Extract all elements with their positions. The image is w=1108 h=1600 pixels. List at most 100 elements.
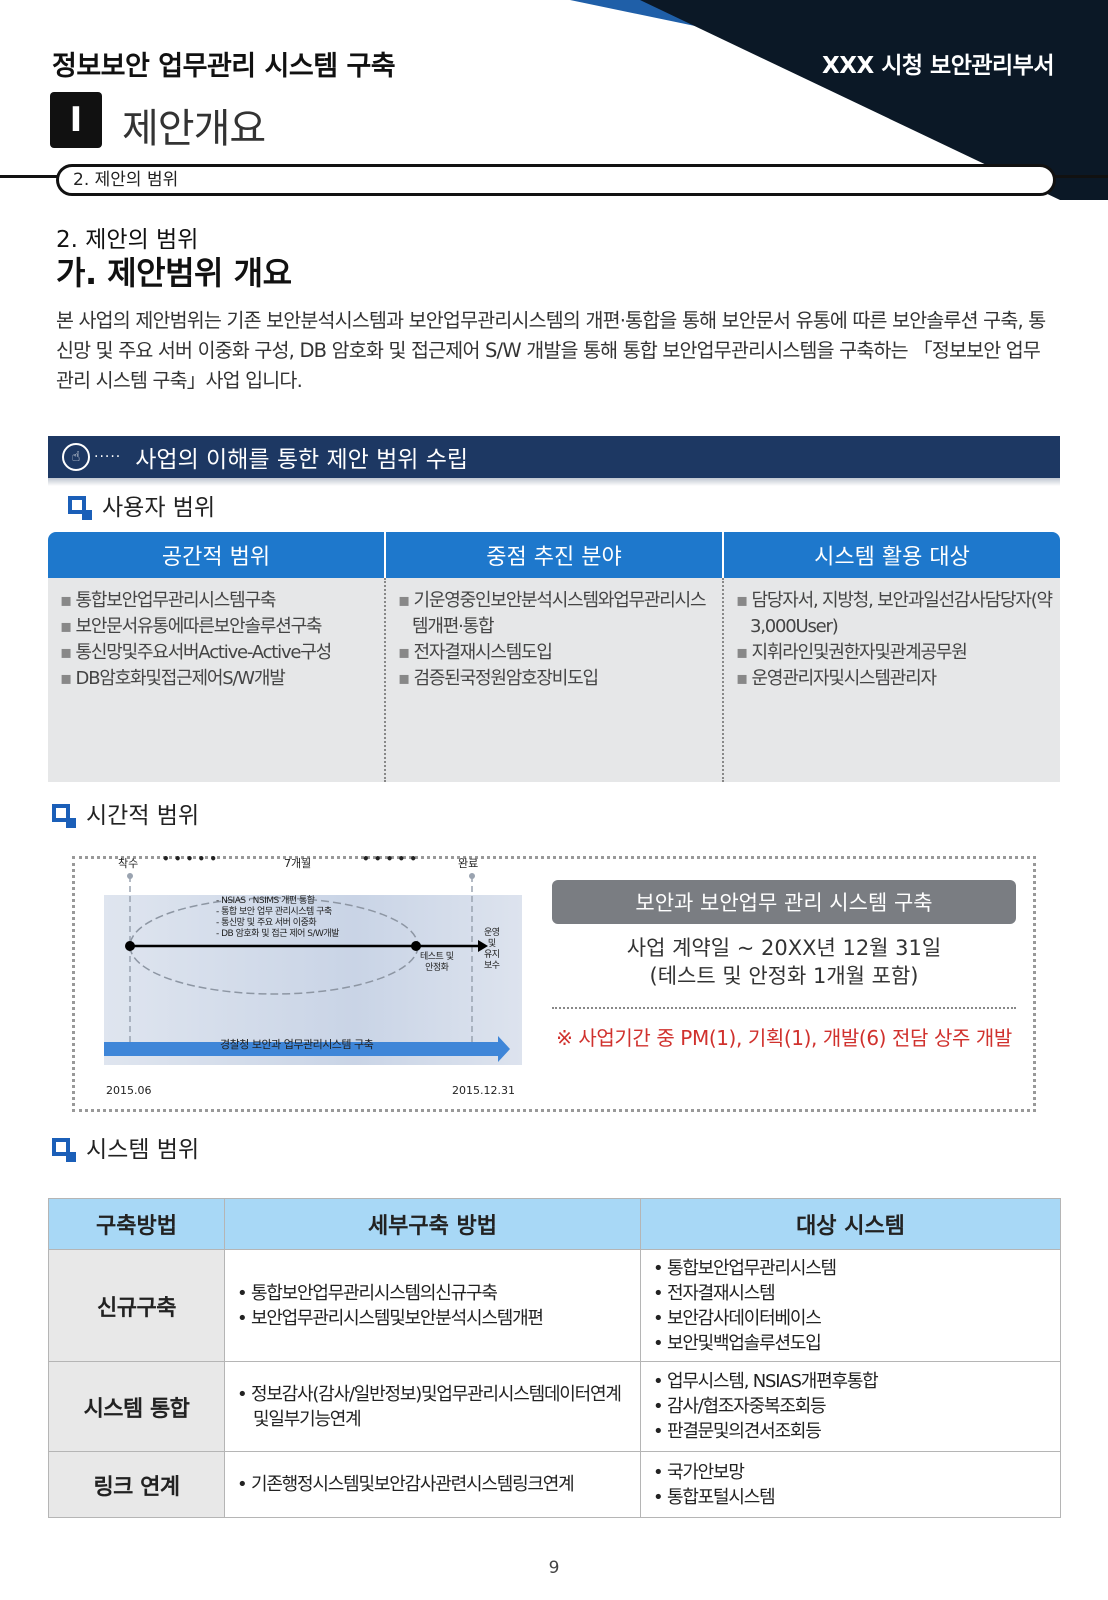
scope-column-spatial: 통합보안업무관리시스템구축 보안문서유통에따른보안솔루션구축 통신망및주요서버A… [48,578,384,782]
timeline-end-date: 2015.12.31 [452,1084,515,1097]
list-item: 통신망및주요서버Active-Active구성 [60,640,376,666]
timeline-dots: • • • • • [362,852,418,866]
timeline-graphics [104,873,510,1062]
scope-banner: ☝ ····· 사업의 이해를 통한 제안 범위 수립 [48,436,1060,478]
table-row: 신규구축 통합보안업무관리시스템의신규구축 보안업무관리시스템및보안분석시스템개… [48,1249,1061,1362]
details-cell: 기존행정시스템및보안감사관련시스템링크연계 [224,1451,641,1518]
system-scope-heading: 시스템 범위 [52,1130,199,1164]
ops-label-line: 및 [487,939,496,949]
user-scope-heading: 사용자 범위 [68,488,215,522]
details-cell: 통합보안업무관리시스템의신규구축 보안업무관리시스템및보안분석시스템개편 [224,1249,641,1362]
project-label: 경찰청 보안과 업무관리시스템 구축 [220,1038,374,1051]
list-item: 검증된국정원암호장비도입 [398,666,714,692]
hand-icon: ☝ [62,443,90,471]
banner-title: 사업의 이해를 통한 제안 범위 수립 [135,447,469,473]
timeline-start-date: 2015.06 [106,1084,152,1097]
timeline-task-list: - NSIAS · NSIMS 개편 통합 - 통합 보안 업무 관리시스템 구… [216,896,339,940]
intro-paragraph: 본 사업의 제안범위는 기존 보안분석시스템과 보안업무관리시스템의 개편·통합… [56,309,1046,392]
list-item: 통합보안업무관리시스템구축 [60,588,376,614]
header-corner-graphic [570,0,1108,200]
ops-label-line: 보수 [484,961,500,971]
list-item: 국가안보망 [653,1460,1048,1485]
method-cell: 신규구축 [48,1249,225,1362]
scope-column-users: 담당자서, 지방청, 보안과일선감사담당자(약3,000User) 지휘라인및권… [722,578,1060,782]
list-item: DB암호화및접근제어S/W개발 [60,666,376,692]
system-scope-table: 구축방법 세부구축 방법 대상 시스템 신규구축 통합보안업무관리시스템의신규구… [48,1198,1061,1518]
table-row: 시스템 통합 정보감사(감사/일반정보)및업무관리시스템데이터연계및일부기능연계… [48,1361,1061,1452]
list-item: 보안문서유통에따른보안솔루션구축 [60,614,376,640]
time-scope-frame [72,856,1036,1112]
list-item: 업무시스템, NSIAS개편후통합 [653,1369,1048,1394]
timeline-end-label: 완료 [458,857,479,870]
list-item: 보안업무관리시스템및보안분석시스템개편 [237,1306,628,1331]
column-header: 세부구축 방법 [224,1198,641,1250]
timeline-mid-label: 7개월 [284,857,312,870]
list-item: 전자결재시스템 [653,1281,1048,1306]
plan-note: ※ 사업기간 중 PM(1), 기획(1), 개발(6) 전담 상주 개발 [556,1026,1012,1050]
list-item: 담당자서, 지방청, 보안과일선감사담당자(약3,000User) [736,588,1053,640]
subsection-heading: 2. 제안의 범위 [56,227,199,253]
plan-title-box: 보안과 보안업무 관리 시스템 구축 [552,880,1016,924]
time-scope-heading: 시간적 범위 [52,796,199,830]
list-item: 통합보안업무관리시스템 [653,1256,1048,1281]
scope-col-header: 시스템 활용 대상 [722,532,1060,578]
method-cell: 시스템 통합 [48,1361,225,1452]
user-scope-table: 공간적 범위 중점 추진 분야 시스템 활용 대상 통합보안업무관리시스템구축 … [48,532,1060,782]
list-item: 운영관리자및시스템관리자 [736,666,1052,692]
list-item: 기운영중인보안분석시스템와업무관리시스템개편·통합 [398,588,714,640]
timeline-task: - 통합 보안 업무 관리시스템 구축 [216,907,332,917]
document-title: 정보보안 업무관리 시스템 구축 [52,51,396,82]
list-item: 전자결재시스템도입 [398,640,714,666]
column-header: 구축방법 [48,1198,225,1250]
user-scope-header: 공간적 범위 중점 추진 분야 시스템 활용 대상 [48,532,1060,578]
operation-label: 운영 및 유지 보수 [484,928,500,972]
section-number-badge: I [50,92,102,148]
list-item: 감사/협조자중복조회등 [653,1394,1048,1419]
list-item: 기존행정시스템및보안감사관련시스템링크연계 [237,1472,628,1497]
details-cell: 정보감사(감사/일반정보)및업무관리시스템데이터연계및일부기능연계 [224,1361,641,1452]
breadcrumb: 2. 제안의 범위 [56,164,1056,196]
plan-period-line: (테스트 및 안정화 1개월 포함) [649,964,919,988]
test-label-line: 안정화 [425,963,449,973]
plan-separator [552,1007,1016,1009]
plan-period: 사업 계약일 ~ 20XX년 12월 31일 (테스트 및 안정화 1개월 포함… [552,934,1016,990]
plan-period-line: 사업 계약일 ~ 20XX년 12월 31일 [626,936,942,960]
banner-dots: ····· [94,449,122,465]
timeline-start-label: 착수 [118,857,139,870]
test-label-line: 테스트 및 [420,952,454,962]
targets-cell: 국가안보망 통합포털시스템 [640,1451,1061,1518]
timeline-task: - NSIAS · NSIMS 개편 통합 [216,896,315,906]
targets-cell: 통합보안업무관리시스템 전자결재시스템 보안감사데이터베이스 보안및백업솔루션도… [640,1249,1061,1362]
list-item: 통합보안업무관리시스템의신규구축 [237,1281,628,1306]
page-number: 9 [548,1558,560,1578]
time-scope-title: 시간적 범위 [86,803,200,829]
square-bullet-icon [52,1138,76,1162]
method-cell: 링크 연계 [48,1451,225,1518]
list-item: 정보감사(감사/일반정보)및업무관리시스템데이터연계및일부기능연계 [237,1382,628,1432]
timeline-dots: • • • • • [162,852,218,866]
ops-label-line: 운영 [484,928,500,938]
list-item: 보안및백업솔루션도입 [653,1331,1048,1356]
targets-cell: 업무시스템, NSIAS개편후통합 감사/협조자중복조회등 판결문및의견서조회등 [640,1361,1061,1452]
timeline-task: - DB 암호화 및 접근 제어 S/W개발 [216,929,339,939]
scope-col-header: 공간적 범위 [161,545,271,570]
ops-label-line: 유지 [484,950,500,960]
timeline-task: - 통신망 및 주요 서버 이중화 [216,918,317,928]
scope-column-focus: 기운영중인보안분석시스템와업무관리시스템개편·통합 전자결재시스템도입 검증된국… [384,578,722,782]
column-header: 대상 시스템 [640,1198,1061,1250]
user-scope-body: 통합보안업무관리시스템구축 보안문서유통에따른보안솔루션구축 통신망및주요서버A… [48,578,1060,782]
department-name: XXX 시청 보안관리부서 [822,53,1055,79]
banner-shadow [48,478,1060,486]
list-item: 지휘라인및권한자및관계공무원 [736,640,1052,666]
scope-col-header: 중점 추진 분야 [384,532,722,578]
square-bullet-icon [52,804,76,828]
list-item: 판결문및의견서조회등 [653,1419,1048,1444]
list-item: 보안감사데이터베이스 [653,1306,1048,1331]
user-scope-title: 사용자 범위 [102,495,216,521]
square-bullet-icon [68,496,92,520]
system-scope-title: 시스템 범위 [86,1137,200,1163]
test-stabilize-label: 테스트 및 안정화 [420,952,454,974]
table-row: 링크 연계 기존행정시스템및보안감사관련시스템링크연계 국가안보망 통합포털시스… [48,1451,1061,1518]
table-header-row: 구축방법 세부구축 방법 대상 시스템 [48,1198,1061,1250]
section-title: 제안개요 [122,106,266,152]
